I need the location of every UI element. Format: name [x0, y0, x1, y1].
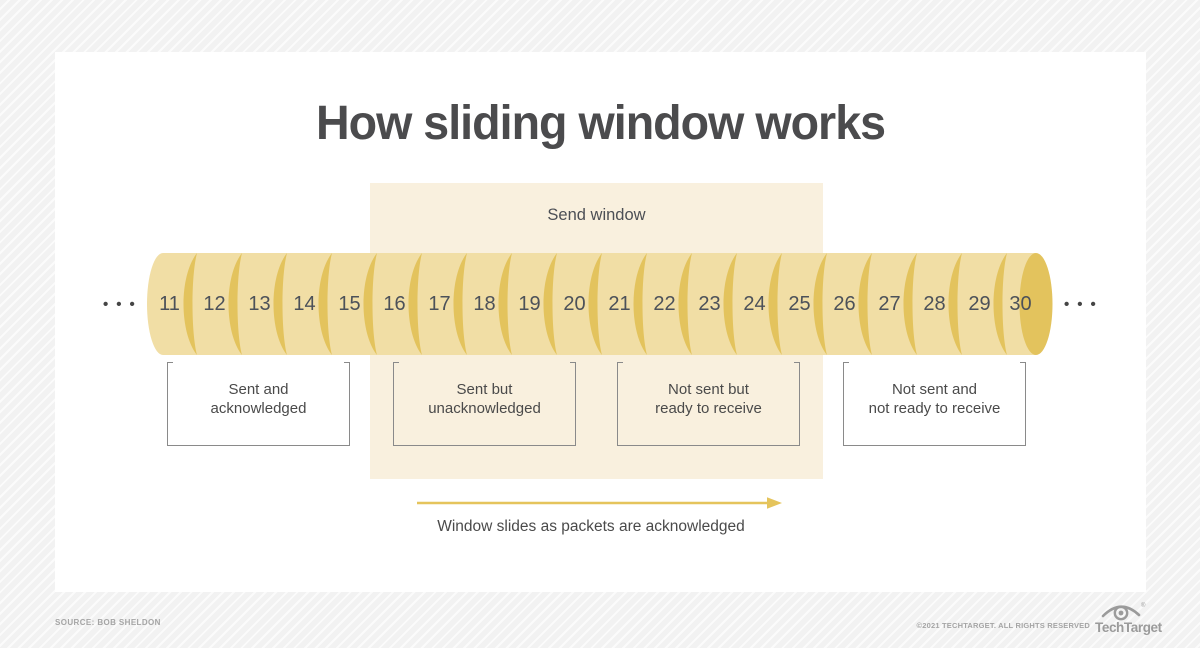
- cylinder-segment-divider: [228, 253, 242, 355]
- legend-not-sent-not-ready: Not sent and not ready to receive: [843, 362, 1026, 446]
- segment-number: 15: [338, 293, 360, 315]
- segment-number: 17: [428, 293, 450, 315]
- cylinder-segment-divider: [183, 253, 197, 355]
- techtarget-logo: ® TechTarget: [1095, 600, 1162, 635]
- ellipsis-left: •••: [103, 296, 143, 313]
- cylinder-segment-divider: [453, 253, 467, 355]
- page-title: How sliding window works: [315, 97, 886, 150]
- cylinder-segment-divider: [273, 253, 287, 355]
- content-card: How sliding window works Send window •••…: [55, 52, 1146, 592]
- cylinder-segment-divider: [408, 253, 422, 355]
- cylinder-segment-divider: [858, 253, 872, 355]
- segment-number: 25: [788, 293, 810, 315]
- segment-number: 26: [833, 293, 855, 315]
- segment-number: 27: [878, 293, 900, 315]
- cylinder-segment-divider: [633, 253, 647, 355]
- ellipsis-right: •••: [1064, 296, 1104, 313]
- slide-arrow-caption: Window slides as packets are acknowledge…: [437, 518, 745, 535]
- cylinder-segment-divider: [363, 253, 377, 355]
- segment-number: 18: [473, 293, 495, 315]
- segment-number: 28: [923, 293, 945, 315]
- legend-not-sent-ready: Not sent but ready to receive: [617, 362, 800, 446]
- cylinder-segment-divider: [318, 253, 332, 355]
- send-window-label: Send window: [547, 206, 646, 224]
- segment-number: 23: [698, 293, 720, 315]
- segment-number: 13: [248, 293, 270, 315]
- segment-number: 20: [563, 293, 585, 315]
- cylinder-segment-divider: [903, 253, 917, 355]
- cylinder-segment-divider: [678, 253, 692, 355]
- legend-sent-acknowledged: Sent and acknowledged: [167, 362, 350, 446]
- segment-number: 19: [518, 293, 540, 315]
- segment-number: 16: [383, 293, 405, 315]
- cylinder-segment-divider: [813, 253, 827, 355]
- segment-number: 11: [159, 293, 180, 315]
- footer-copyright: ©2021 TECHTARGET. ALL RIGHTS RESERVED: [916, 621, 1090, 630]
- cylinder-segment-divider: [543, 253, 557, 355]
- segment-number: 21: [608, 293, 630, 315]
- slide-arrow-icon: [417, 497, 782, 509]
- cylinder-segment-divider: [948, 253, 962, 355]
- legend-sent-unacknowledged: Sent but unacknowledged: [393, 362, 576, 446]
- packet-cylinder: 11 12 13 14 15 16 17 18 19 20 21 22 23 24 25 26 27 28 29 30: [147, 253, 1053, 355]
- cylinder-segment-divider: [588, 253, 602, 355]
- cylinder-segment-divider: [723, 253, 737, 355]
- cylinder-segment-divider: [498, 253, 512, 355]
- segment-number: 29: [968, 293, 990, 315]
- cylinder-segment-divider: [993, 253, 1007, 355]
- cylinder-segment-divider: [768, 253, 782, 355]
- cylinder-end-cap: [1019, 253, 1053, 355]
- footer-source: SOURCE: BOB SHELDON: [55, 618, 161, 627]
- segment-number: 22: [653, 293, 675, 315]
- segment-number: 14: [293, 293, 315, 315]
- segment-number: 24: [743, 293, 765, 315]
- eye-icon: ®: [1101, 602, 1146, 621]
- segment-number: 12: [203, 293, 225, 315]
- registered-mark: ®: [1141, 602, 1146, 609]
- segment-number: 30: [1009, 293, 1031, 315]
- brand-name: TechTarget: [1095, 620, 1162, 635]
